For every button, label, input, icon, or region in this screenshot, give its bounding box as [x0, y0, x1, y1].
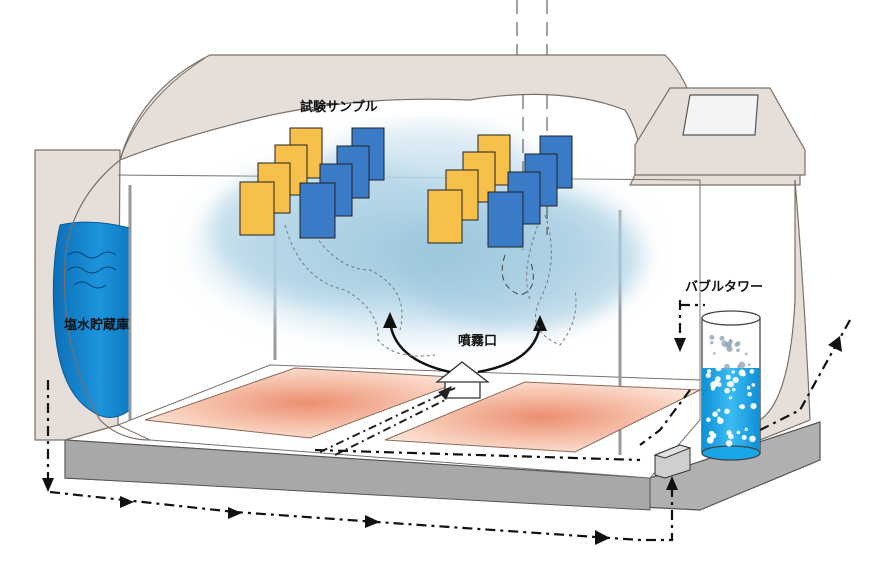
bubble [724, 408, 730, 414]
bubble [705, 372, 711, 378]
bubble [744, 427, 748, 431]
bubble [738, 369, 746, 377]
bubble [719, 335, 725, 341]
pump-box [653, 444, 692, 479]
test-sample-panel [239, 181, 275, 236]
bubble [725, 440, 733, 447]
bubble [729, 396, 733, 400]
bubble [710, 341, 714, 345]
bubble [734, 342, 739, 347]
heater-plate-right [384, 381, 702, 453]
salt-tank-label: 塩水貯蔵庫 [64, 318, 130, 333]
wave-icon [67, 251, 117, 259]
bubble [726, 382, 731, 387]
chamber-lid [119, 54, 801, 186]
bubble [749, 435, 756, 442]
bubble [706, 417, 711, 423]
sample-group-left-blue [299, 127, 385, 239]
bubble-tower-label: バブルタワー [685, 280, 764, 295]
bubble [721, 340, 728, 347]
test-samples-label: 試験サンプル [300, 100, 378, 115]
bubble [732, 377, 739, 383]
bubble [736, 430, 741, 435]
left-inner-curve [63, 159, 151, 441]
bubble [728, 340, 733, 345]
bubble [709, 334, 715, 340]
bubble [715, 376, 721, 382]
bubble [713, 352, 716, 355]
bubble [732, 387, 736, 392]
bubble [751, 383, 756, 387]
bubble [717, 408, 721, 412]
salt-water-tank [52, 221, 131, 418]
bubble [750, 403, 757, 410]
bubble [738, 361, 746, 369]
bubble [739, 404, 743, 409]
bubble [724, 387, 730, 394]
test-sample-panel [487, 191, 524, 248]
bubble [726, 346, 733, 352]
bubble [710, 432, 717, 439]
test-sample-panel [299, 182, 336, 239]
spray-pipe [319, 361, 490, 456]
bubble [736, 348, 740, 353]
bubble [744, 352, 748, 356]
spray-nozzle-label: 噴霧口 [458, 334, 498, 349]
bubble [747, 363, 751, 366]
control-panel [634, 87, 806, 176]
bubble [725, 374, 731, 380]
bubble [707, 369, 712, 374]
bubble [715, 365, 722, 372]
bubble [710, 386, 716, 391]
bubble [712, 411, 718, 418]
sample-group-right-blue [487, 135, 573, 248]
display-screen-icon [682, 94, 759, 136]
sample-group-left-yellow [239, 127, 323, 236]
flow-arrowheads [42, 336, 842, 545]
wave-icon [67, 266, 117, 274]
bubble [728, 433, 734, 440]
bubbles [705, 334, 757, 447]
bubble-tower [701, 310, 761, 461]
spray-arrows [383, 312, 547, 374]
bubble [741, 435, 747, 440]
bubble [717, 417, 724, 425]
test-sample-panel [427, 189, 463, 244]
flow-arrows [46, 300, 851, 542]
bubble [746, 385, 751, 390]
bubble [749, 369, 755, 374]
bubble [731, 370, 735, 374]
sample-group-right-yellow [427, 134, 511, 244]
bubble [723, 363, 730, 370]
bubble [747, 392, 752, 397]
wave-icon [73, 281, 107, 289]
